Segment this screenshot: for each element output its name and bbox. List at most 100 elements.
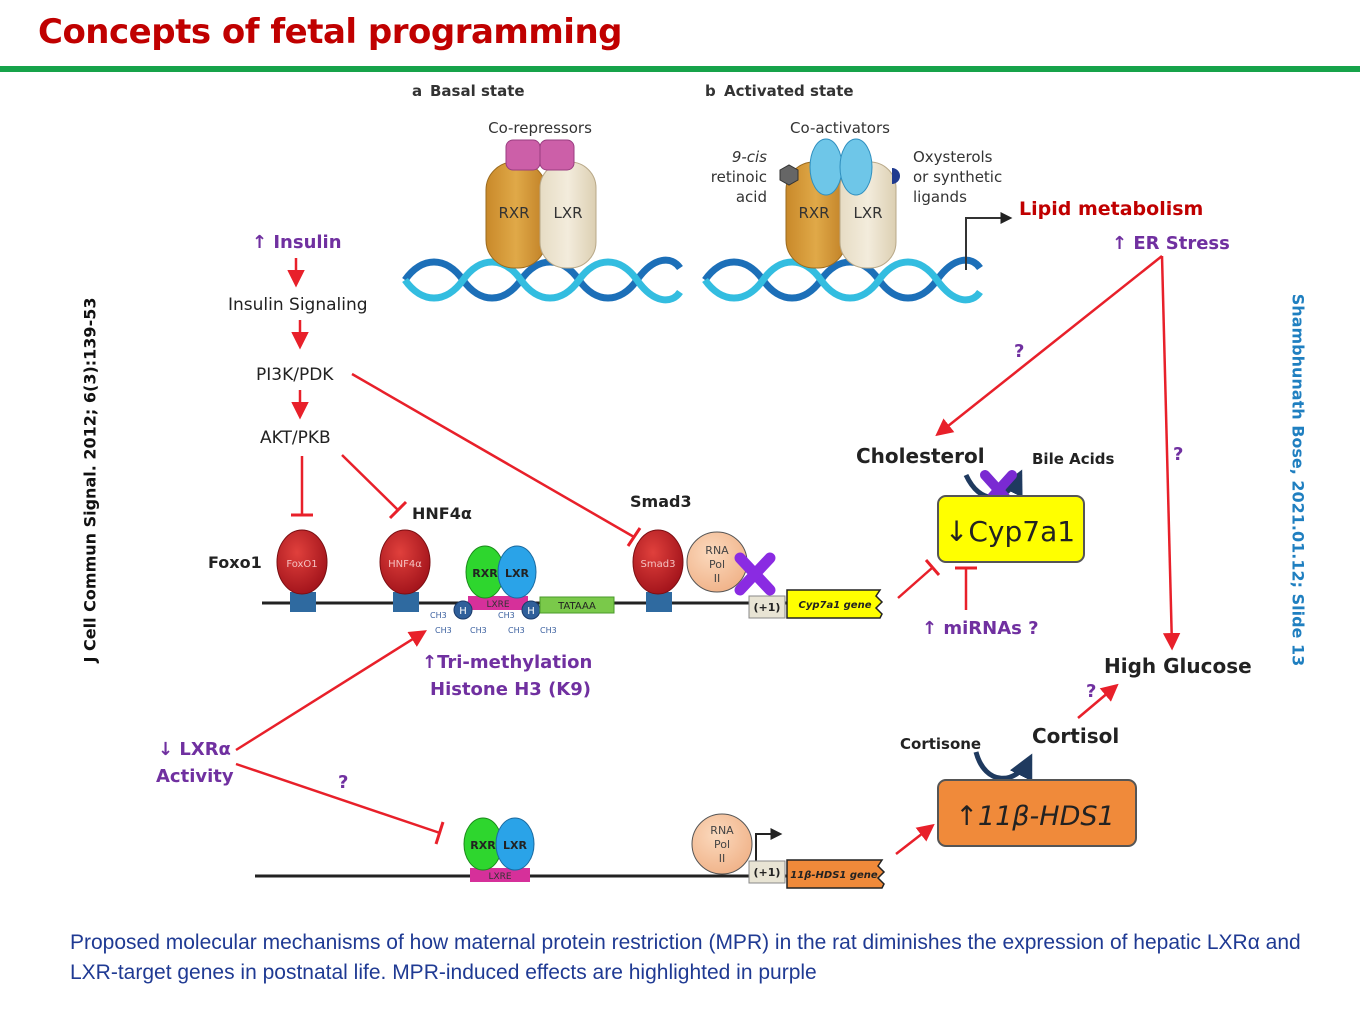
insulin-label: ↑ Insulin [252,232,342,253]
hds1-gene-label: 11β-HDS1 gene [790,870,878,881]
plus1-box-1 [748,595,786,619]
cyp7a1-box [937,495,1085,563]
svg-text:CH3: CH3 [540,626,557,635]
cortisol-label: Cortisol [1032,724,1119,748]
lipid-metabolism-label: Lipid metabolism [1019,198,1203,220]
rxr-label-activated: RXR [798,204,829,222]
svg-text:CH3: CH3 [498,611,515,620]
oxysterols-line1: Oxysterols [913,148,993,166]
coactivator-right [839,138,873,196]
svg-text:Pol: Pol [714,838,730,851]
dna-helix-activated [702,256,983,304]
corepressor-block-left [505,139,541,171]
citation-left: J Cell Commun Signal. 2012; 6(3):139-53 [80,297,100,663]
svg-text:RNA: RNA [705,544,729,557]
oxysterols-line3: ligands [913,188,967,206]
panel-b-letter: b [705,82,716,100]
hds1-box [937,779,1137,847]
foxo1-label: Foxo1 [208,553,262,572]
svg-text:CH3: CH3 [430,611,447,620]
inhibit-akt-hnf4a [341,454,399,511]
retinoic-acid-line2: retinoic [711,168,767,186]
coactivators-label: Co-activators [790,119,890,137]
er-stress-label: ↑ ER Stress [1112,233,1230,254]
lxr-label-activated: LXR [853,204,882,222]
hds1-gene-box [786,859,886,889]
arrow-er-to-glucose [1160,255,1181,651]
insulin-pathway: ↑ Insulin Insulin Signaling PI3K/PDK AKT… [228,232,642,547]
lxre-label-2: LXRE [488,872,511,882]
lxr-small-2 [495,817,535,871]
panel-basal-state: a Basal state Co-repressors RXR LXR [402,82,683,304]
cyp7a1-gene-box [786,589,884,619]
smad3-label: Smad3 [630,492,692,511]
lxr-activity-section: ↓ LXRα Activity ? [156,630,445,845]
trimethylation-line1: ↑Tri-methylation [422,652,592,673]
tataaa-label: TATAAA [557,601,596,612]
question-er-cholesterol: ? [1014,341,1024,362]
dna-track-cyp7a1: Foxo1 FoxO1 HNF4α HNF4α LXRE RXR LXR H H… [208,492,884,700]
dna-helix-basal [402,256,683,304]
corepressors-label: Co-repressors [488,119,592,137]
hnf4a-protein [379,529,431,595]
panel-activated-state: b Activated state Co-activators RXR LXR … [702,82,1013,304]
block-x-rna-pol [734,552,776,596]
lxr-small-1 [497,545,537,599]
lxr-small-label-1: LXR [505,567,529,580]
hds1-label: ↑11β-HDS1 [955,801,1114,832]
lxre-element-2 [470,868,530,882]
citation-right: Shambhunath Bose, 2021.01.12; Slide 13 [1288,293,1308,667]
svg-text:RNA: RNA [710,824,734,837]
coactivator-left [809,138,843,196]
title-rule [0,66,1360,72]
rna-pol-ii-2 [691,813,753,875]
retinoic-acid-line1: 9-cis [732,148,767,166]
panel-a-title: Basal state [430,82,525,100]
lxra-activity-line2: Activity [156,766,234,787]
mirnas-label: ↑ miRNAs ? [922,618,1039,639]
lxra-activity-line1: ↓ LXRα [158,739,231,760]
figure-caption: Proposed molecular mechanisms of how mat… [70,931,1301,984]
foxo1-protein [276,529,328,595]
panel-a-letter: a [412,82,422,100]
svg-text:CH3: CH3 [508,626,525,635]
hnf4a-protein-label: HNF4α [388,559,422,570]
smad3-protein-label: Smad3 [641,559,676,570]
inhibit-gene-cyp7a1 [897,567,933,599]
inhibit-pi3k-smad3 [351,372,635,539]
svg-text:II: II [719,852,726,865]
akt-label: AKT/PKB [260,428,331,448]
question-lxr-inhibit: ? [338,772,348,793]
dna-track-hds1: LXRE RXR LXR RNA Pol II (+1) 11β-HDS1 ge… [255,813,886,889]
lxr-small-label-2: LXR [503,839,527,852]
svg-text:Pol: Pol [709,558,725,571]
transcription-start-arrow [965,212,1013,270]
cortisone-label: Cortisone [900,735,981,753]
metabolism-section: Lipid metabolism ↑ ER Stress ? ? Cholest… [856,198,1252,855]
smad3-protein [632,529,684,595]
cholesterol-label: Cholesterol [856,444,985,468]
panel-b-title: Activated state [724,82,854,100]
hnf4a-label: HNF4α [412,504,472,523]
cyp7a1-label: ↓Cyp7a1 [945,515,1075,548]
svg-text:(+1): (+1) [754,601,781,614]
oxysterol-ligand [892,168,900,184]
arrow-lxra-to-methylation [235,630,427,752]
svg-text:CH3: CH3 [470,626,487,635]
rxr-small-label-2: RXR [470,839,496,852]
plus1-box-2 [748,860,786,884]
pi3k-label: PI3K/PDK [256,365,334,385]
oxysterols-line2: or synthetic [913,168,1002,186]
svg-text:H: H [527,606,535,617]
foxo1-protein-label: FoxO1 [286,559,317,570]
question-er-glucose: ? [1173,444,1183,465]
slide-title: Concepts of fetal programming [38,12,623,52]
svg-text:II: II [714,572,721,585]
lxr-label-basal: LXR [553,204,582,222]
transcription-start-arrow-2 [755,828,783,866]
svg-text:(+1): (+1) [754,866,781,879]
arrow-cortisol-to-glucose [1077,683,1119,719]
svg-text:H: H [459,606,467,617]
lxre-element-1 [468,596,528,610]
